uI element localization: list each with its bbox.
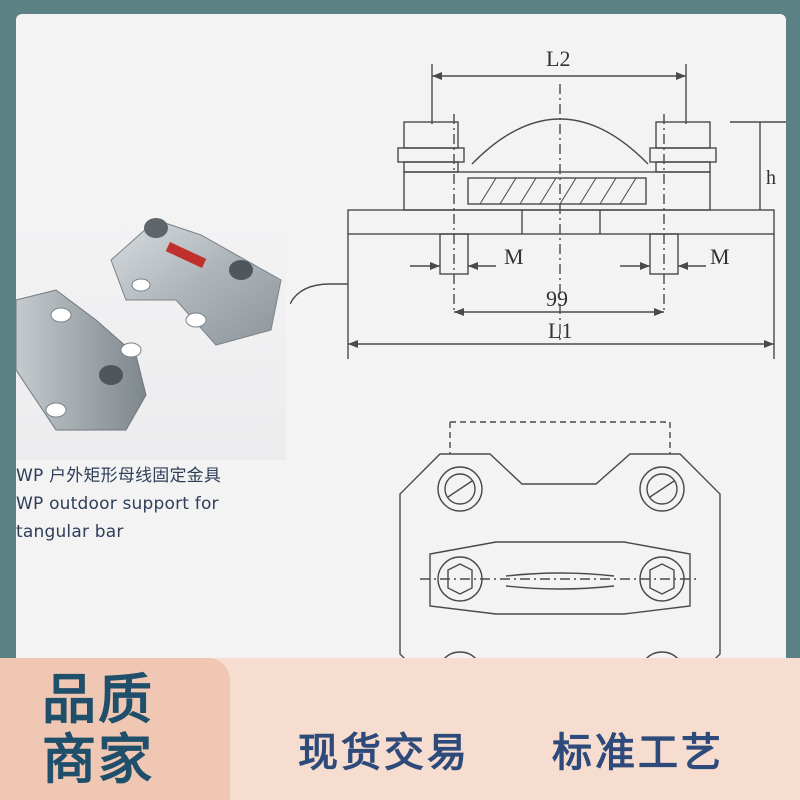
drawing-svg: L2 M M 99 L1 h xyxy=(289,46,786,697)
product-caption: WP 户外矩形母线固定金具 WP outdoor support for tan… xyxy=(16,462,286,546)
slogan-left: 现货交易 xyxy=(298,730,470,776)
technical-drawing: L2 M M 99 L1 h xyxy=(289,14,786,784)
dimension-arrows xyxy=(348,72,774,348)
caption-line-chinese: WP 户外矩形母线固定金具 xyxy=(16,466,222,486)
product-photo xyxy=(15,180,286,460)
label-m-right: M xyxy=(710,244,730,269)
label-h: h xyxy=(766,167,776,189)
slogan-right: 标准工艺 xyxy=(552,730,724,776)
badge-line-2: 商家 xyxy=(42,728,154,791)
hatching xyxy=(479,177,637,205)
quality-badge xyxy=(0,658,230,800)
plan-view xyxy=(399,421,721,697)
label-l2: L2 xyxy=(546,46,570,71)
label-l1: L1 xyxy=(548,318,572,343)
label-m-left: M xyxy=(504,244,524,269)
caption-line-english-2: tangular bar xyxy=(16,522,124,542)
badge-text: 品质 商家 xyxy=(42,670,202,790)
badge-line-1: 品质 xyxy=(42,668,154,731)
caption-line-english-1: WP outdoor support for xyxy=(16,494,219,514)
clamp-back xyxy=(110,218,282,346)
bus-clamp-photo xyxy=(15,218,282,431)
label-spacing: 99 xyxy=(546,286,568,311)
clamp-front xyxy=(15,289,147,431)
